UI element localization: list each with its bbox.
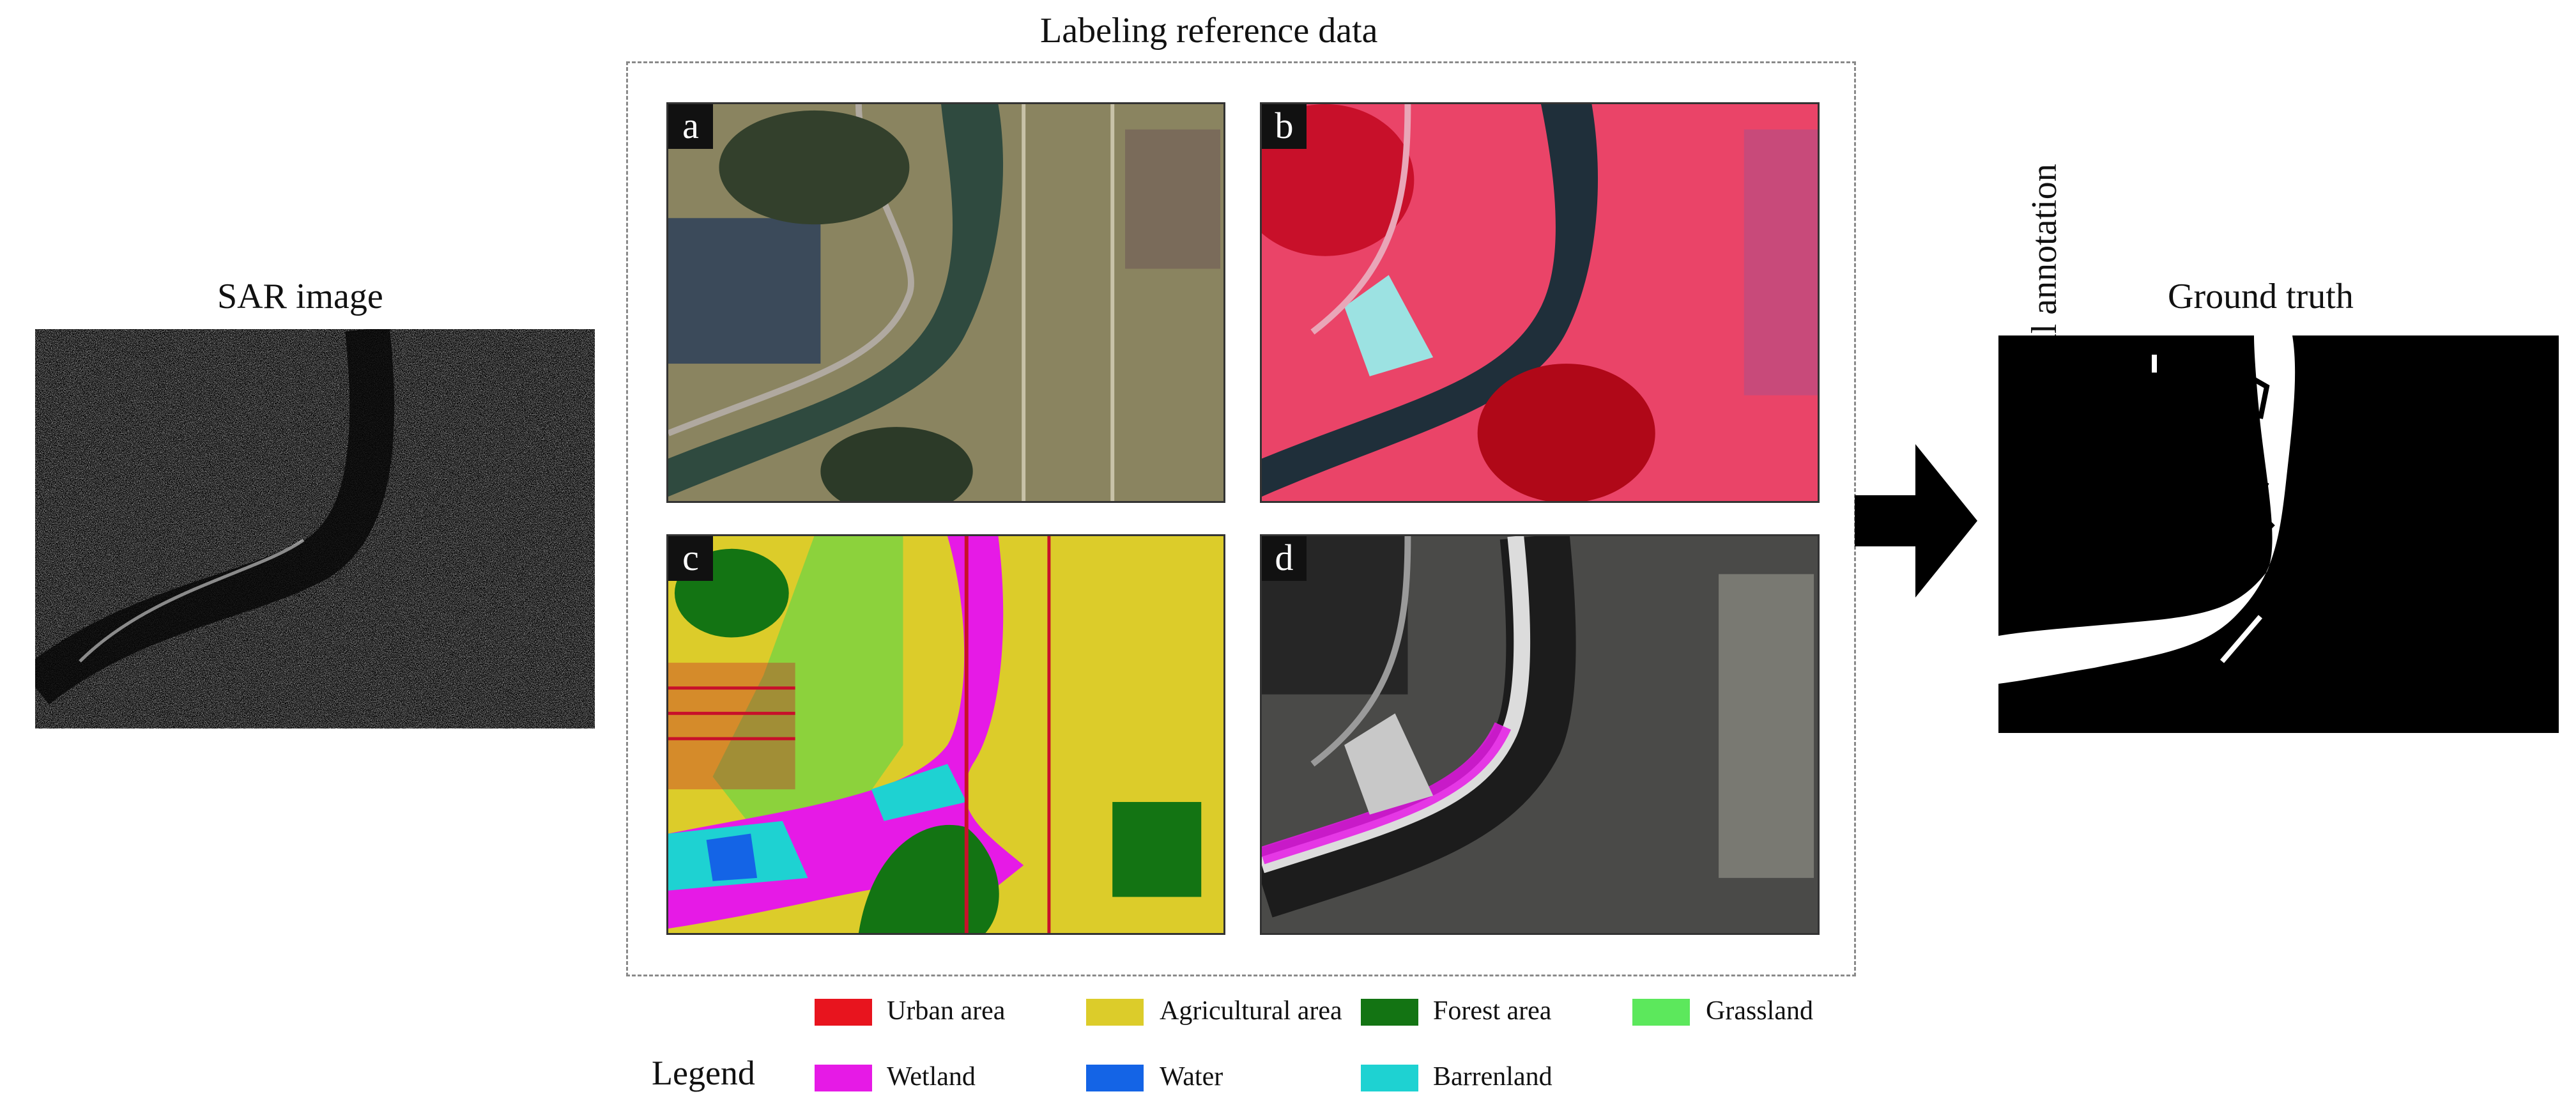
right-arrow-icon — [1855, 444, 1977, 597]
panel-b-false-color: b — [1260, 102, 1820, 503]
panel-a-label: a — [668, 104, 713, 149]
sar-image-title: SAR image — [217, 277, 383, 316]
panel-d-grayscale-overlay: d — [1260, 534, 1820, 935]
legend-label-wetland: Wetland — [887, 1062, 976, 1091]
legend-swatch-forest-area — [1361, 999, 1418, 1026]
sar-image — [35, 329, 595, 728]
panel-a-aerial-photo: a — [666, 102, 1225, 503]
legend-swatch-urban-area — [815, 999, 872, 1026]
legend-swatch-wetland — [815, 1065, 872, 1091]
legend-swatch-grassland — [1632, 999, 1690, 1026]
legend-label-urban-area: Urban area — [887, 996, 1006, 1026]
legend-swatch-barrenland — [1361, 1065, 1418, 1091]
ground-truth-title: Ground truth — [2168, 277, 2354, 316]
panel-b-label: b — [1262, 104, 1307, 149]
legend-label-barrenland: Barrenland — [1433, 1062, 1552, 1091]
legend-title: Legend — [652, 1054, 755, 1092]
legend-label-forest-area: Forest area — [1433, 996, 1552, 1026]
legend-label-grassland: Grassland — [1706, 996, 1813, 1026]
reference-data-title: Labeling reference data — [1040, 11, 1378, 50]
panel-d-label: d — [1262, 536, 1307, 581]
ground-truth-mask — [1998, 335, 2559, 733]
panel-c-label: c — [668, 536, 713, 581]
legend-label-agricultural-area: Agricultural area — [1160, 996, 1342, 1026]
legend-swatch-agricultural-area — [1086, 999, 1144, 1026]
legend-swatch-water — [1086, 1065, 1144, 1091]
legend-label-water: Water — [1160, 1062, 1223, 1091]
panel-c-land-cover-map: c — [666, 534, 1225, 935]
